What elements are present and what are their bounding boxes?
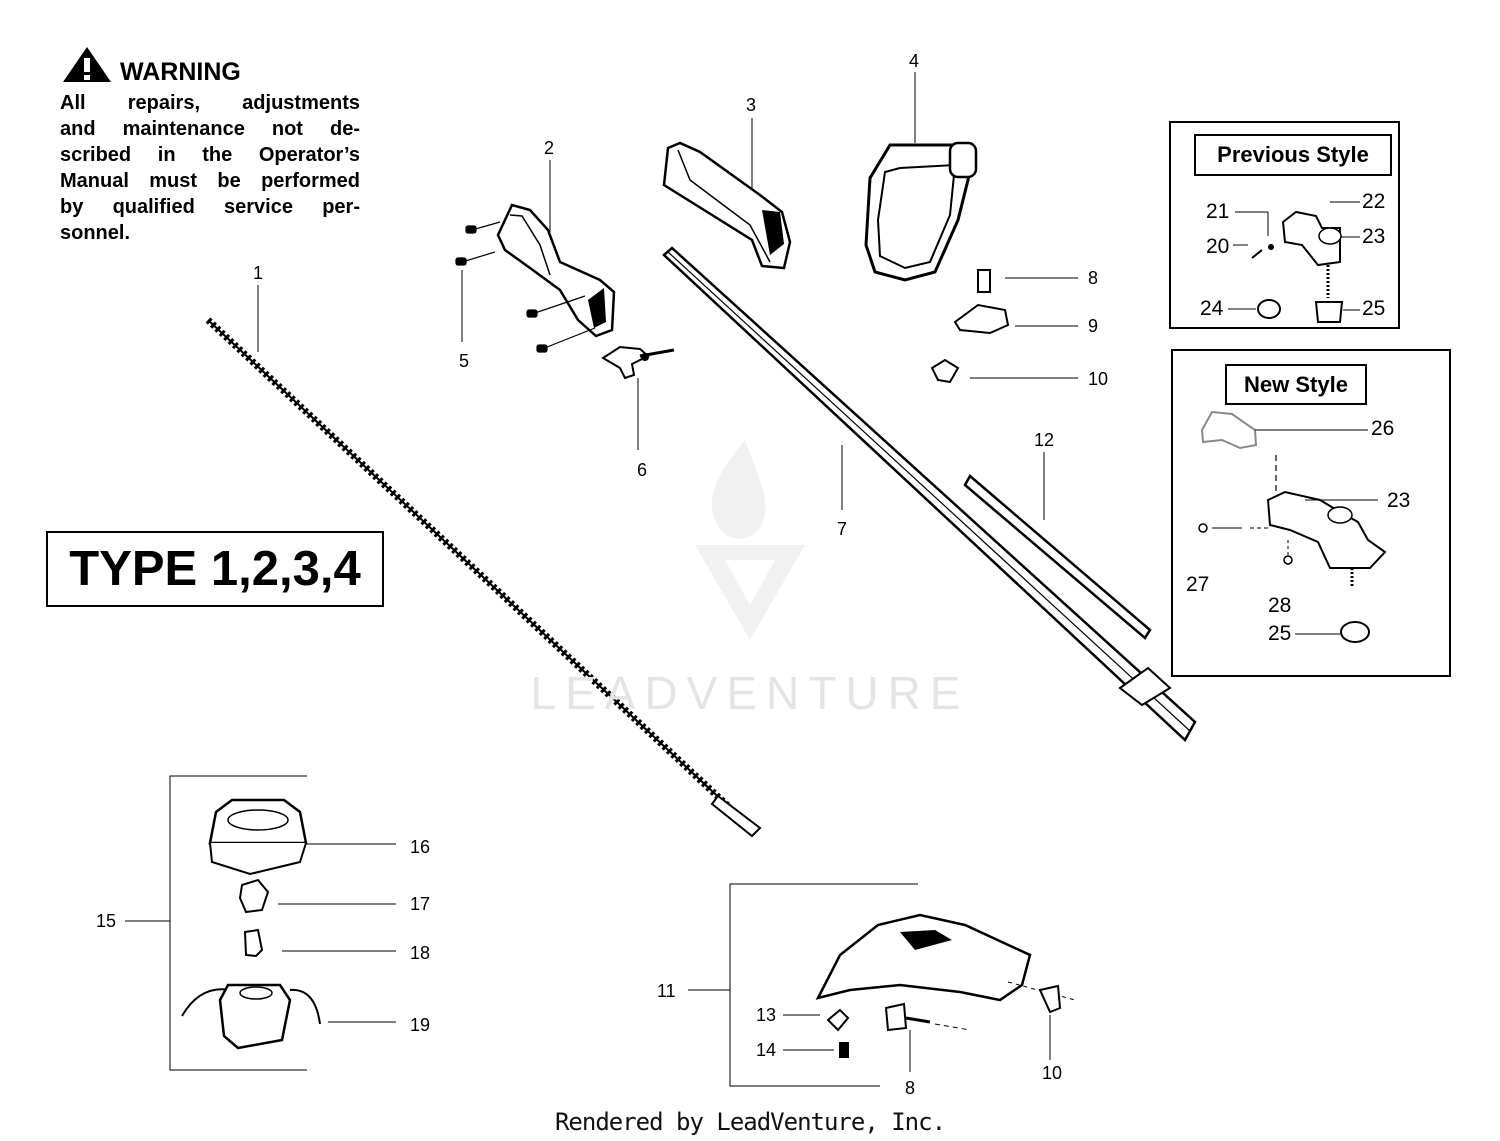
handle-clamp-hardware <box>930 269 1078 384</box>
prev-callout-22: 22 <box>1362 190 1386 213</box>
prev-callout-25: 25 <box>1362 297 1386 320</box>
callout-6: 6 <box>637 460 648 480</box>
warning-line-2: and maintenance not de- <box>60 118 360 140</box>
warning-line-3: scribed in the Operator’s <box>60 144 360 166</box>
footer-credit: Rendered by LeadVenture, Inc. <box>554 1108 946 1136</box>
warning-triangle-icon <box>63 47 111 82</box>
drive-shaft-cable <box>205 285 762 838</box>
warning-title: WARNING <box>120 58 241 86</box>
new-callout-28: 28 <box>1268 594 1292 617</box>
callout-16: 16 <box>410 837 431 857</box>
trimmer-head-assembly <box>125 775 396 1071</box>
callout-13: 13 <box>756 1005 777 1025</box>
callout-9: 9 <box>1088 316 1099 336</box>
handle-housing <box>496 160 616 338</box>
callout-17: 17 <box>410 894 431 914</box>
prev-callout-20: 20 <box>1206 235 1230 258</box>
callout-8-guard: 8 <box>905 1078 916 1098</box>
prev-callout-21: 21 <box>1206 200 1230 223</box>
callout-12: 12 <box>1034 430 1055 450</box>
callout-11: 11 <box>657 981 676 1001</box>
warning-line-1: All repairs, adjustments <box>60 92 360 114</box>
new-callout-26: 26 <box>1371 417 1395 440</box>
callout-4: 4 <box>909 51 920 71</box>
previous-style-panel <box>1169 121 1400 329</box>
callout-8: 8 <box>1088 268 1099 288</box>
callout-15: 15 <box>96 911 117 931</box>
prev-callout-23: 23 <box>1362 225 1386 248</box>
warning-line-6: sonnel. <box>60 222 131 244</box>
handle-screws <box>455 221 596 353</box>
new-callout-25: 25 <box>1268 622 1292 645</box>
watermark-text: LEADVENTURE <box>530 667 970 719</box>
prev-callout-24: 24 <box>1200 297 1224 320</box>
loop-handle <box>864 72 978 282</box>
callout-18: 18 <box>410 943 431 963</box>
callout-14: 14 <box>756 1040 777 1060</box>
new-callout-23: 23 <box>1387 489 1411 512</box>
previous-style-title: Previous Style <box>1194 134 1392 176</box>
guard-assembly <box>688 883 1076 1087</box>
new-callout-27: 27 <box>1186 573 1210 596</box>
handle-cover <box>662 118 792 270</box>
throttle-trigger <box>601 345 675 450</box>
callout-19: 19 <box>410 1015 431 1035</box>
watermark-logo <box>695 440 805 640</box>
type-label: TYPE 1,2,3,4 <box>46 531 384 607</box>
new-style-panel <box>1171 349 1451 677</box>
callout-10-guard: 10 <box>1042 1063 1063 1083</box>
callout-5: 5 <box>459 351 470 371</box>
callout-3: 3 <box>746 95 757 115</box>
warning-line-4: Manual must be performed <box>60 170 360 192</box>
warning-line-5: by qualified service per- <box>60 196 360 218</box>
drive-tube <box>662 246 1197 743</box>
callout-2: 2 <box>544 138 555 158</box>
callout-1: 1 <box>253 263 264 283</box>
callout-7: 7 <box>837 519 848 539</box>
new-style-title: New Style <box>1225 364 1367 405</box>
shaft-decal <box>963 452 1152 640</box>
callout-10: 10 <box>1088 369 1109 389</box>
